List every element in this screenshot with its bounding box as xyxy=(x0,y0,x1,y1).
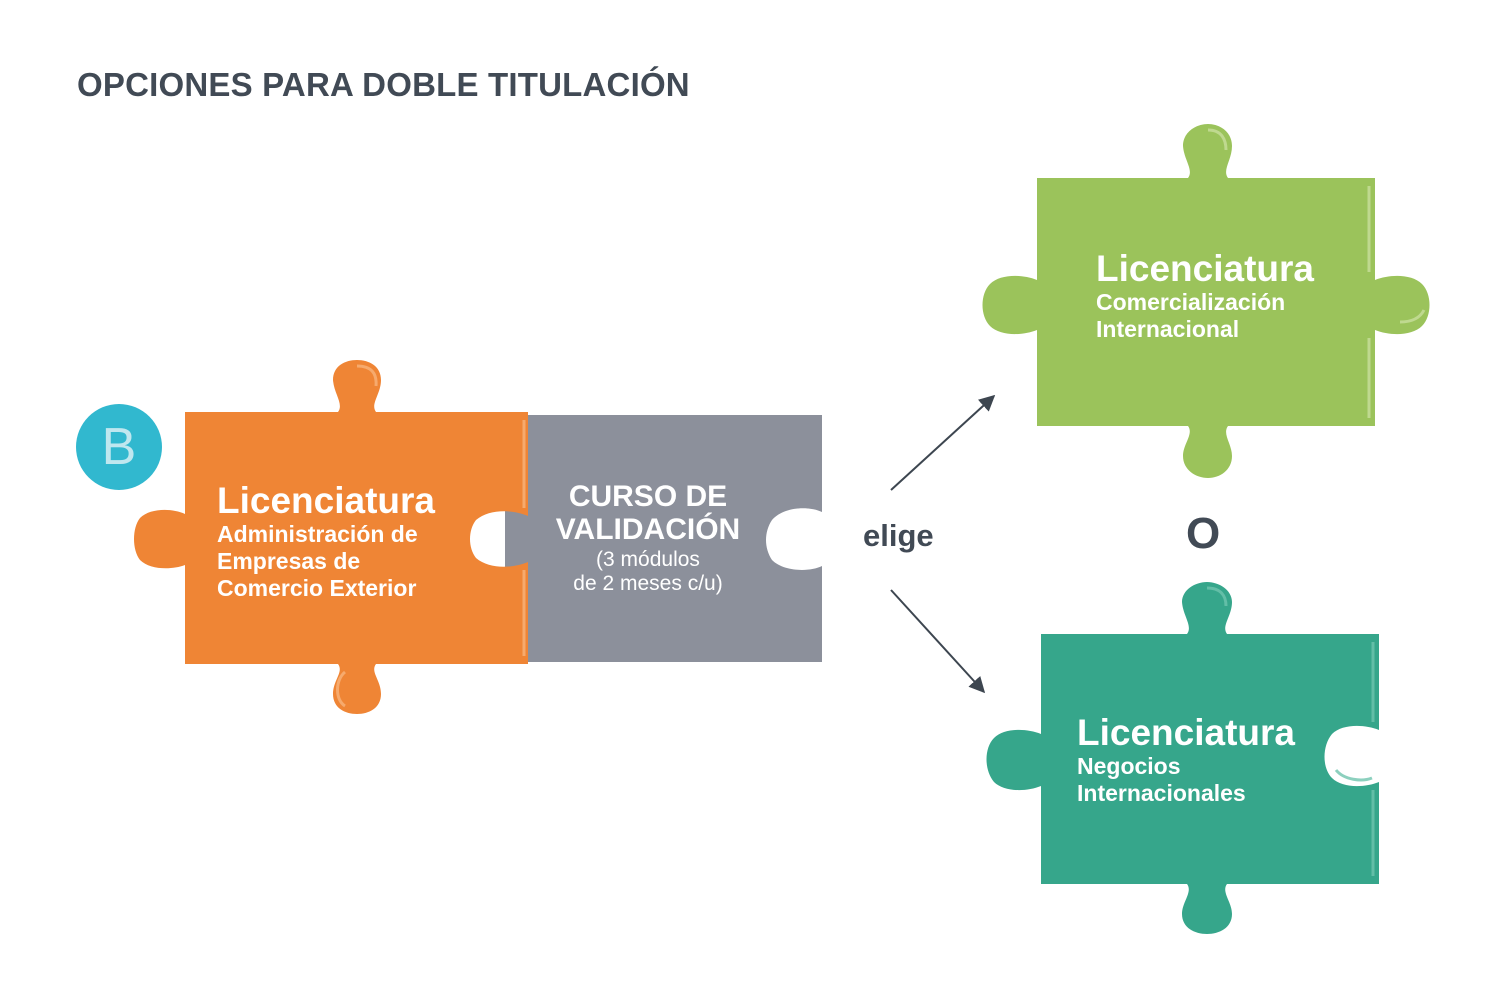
puzzle-piece-orange xyxy=(134,360,528,714)
left-piece-subtitle: Administración de Empresas de Comercio E… xyxy=(217,521,435,602)
left-piece-line: Empresas de xyxy=(217,548,361,574)
puzzle-piece-lime-highlight xyxy=(1207,128,1426,418)
bottom-option-subtitle: Negocios Internacionales xyxy=(1077,753,1295,807)
middle-piece-note-line: de 2 meses c/u) xyxy=(573,572,723,595)
middle-piece-note-line: (3 módulos xyxy=(596,548,700,571)
left-piece-heading: Licenciatura xyxy=(217,480,435,521)
top-option-subtitle: Comercialización Internacional xyxy=(1096,289,1314,343)
bottom-option-text: Licenciatura Negocios Internacionales xyxy=(1077,714,1295,807)
middle-piece-text: CURSO DE VALIDACIÓN (3 módulos de 2 mese… xyxy=(530,480,766,596)
top-option-text: Licenciatura Comercialización Internacio… xyxy=(1096,250,1314,343)
top-option-line: Internacional xyxy=(1096,316,1240,342)
bottom-option-heading: Licenciatura xyxy=(1077,712,1295,753)
puzzle-piece-lime xyxy=(982,124,1430,478)
puzzle-piece-teal xyxy=(986,582,1379,934)
left-piece-text: Licenciatura Administración de Empresas … xyxy=(217,482,435,602)
left-piece-line: Administración de xyxy=(217,521,418,547)
puzzle-piece-teal-highlight xyxy=(1206,586,1375,876)
separator-label: O xyxy=(1186,509,1221,558)
bottom-option-line: Internacionales xyxy=(1077,780,1246,806)
page-title: OPCIONES PARA DOBLE TITULACIÓN xyxy=(77,66,690,103)
middle-piece-line: CURSO DE xyxy=(568,480,728,513)
top-option-line: Comercialización xyxy=(1096,289,1286,315)
option-badge: B xyxy=(76,404,162,490)
bottom-option-line: Negocios xyxy=(1077,753,1181,779)
arrow-to-bottom-option xyxy=(890,589,986,694)
middle-piece-line: VALIDACIÓN xyxy=(555,513,741,546)
middle-piece-note: (3 módulos de 2 meses c/u) xyxy=(530,548,766,596)
puzzle-piece-gray xyxy=(505,415,822,662)
arrow-to-top-option xyxy=(890,394,996,491)
top-option-heading: Licenciatura xyxy=(1096,248,1314,289)
puzzle-piece-orange-highlight xyxy=(336,364,526,708)
connector-label: elige xyxy=(863,518,934,553)
left-piece-line: Comercio Exterior xyxy=(217,575,417,601)
